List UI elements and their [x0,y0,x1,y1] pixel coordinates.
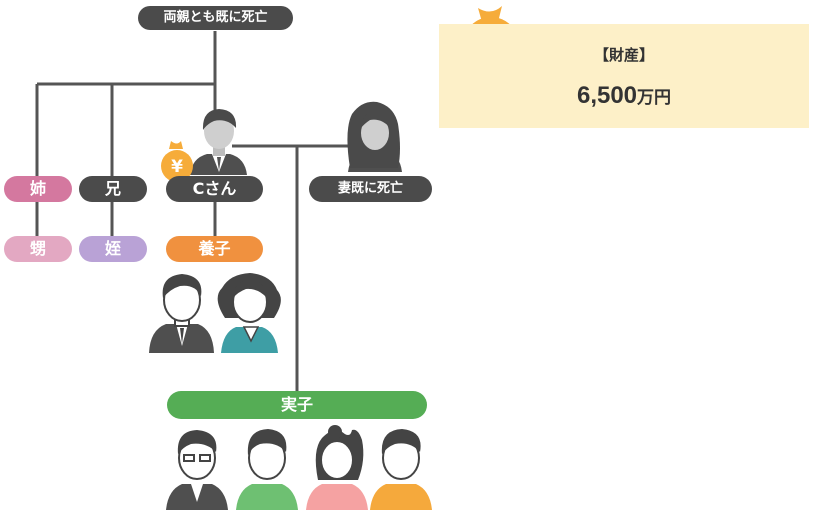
adopted-daughter-avatar [217,273,281,353]
niece-label: 姪 [79,236,147,262]
spouse-avatar [347,101,402,172]
subject-label: Cさん [166,176,263,202]
biological-son-green-avatar [236,429,298,510]
elder-brother-label: 兄 [79,176,147,202]
yen-bag-small-icon: ¥ [161,141,193,182]
adopted-son-avatar [149,274,214,353]
biological-child-label: 実子 [167,391,427,419]
nephew-label: 甥 [4,236,72,262]
elder-sister-label: 姉 [4,176,72,202]
biological-daughter-avatar [306,425,368,510]
parents-deceased-label: 両親とも既に死亡 [138,6,293,30]
biological-son-orange-avatar [370,429,432,510]
svg-text:¥: ¥ [171,157,183,177]
spouse-deceased-label: 妻既に死亡 [309,176,432,202]
asset-label: 【財産】 [593,46,654,64]
asset-amount-unit: 万円 [637,88,672,108]
adopted-child-label: 養子 [166,236,263,262]
asset-amount-number: 6,500 [576,82,638,109]
subject-avatar [190,109,247,175]
asset-amount: 6,500万円 [439,82,809,110]
biological-son-glasses-avatar [166,430,228,510]
asset-panel: 【財産】 6,500万円 [439,24,809,128]
